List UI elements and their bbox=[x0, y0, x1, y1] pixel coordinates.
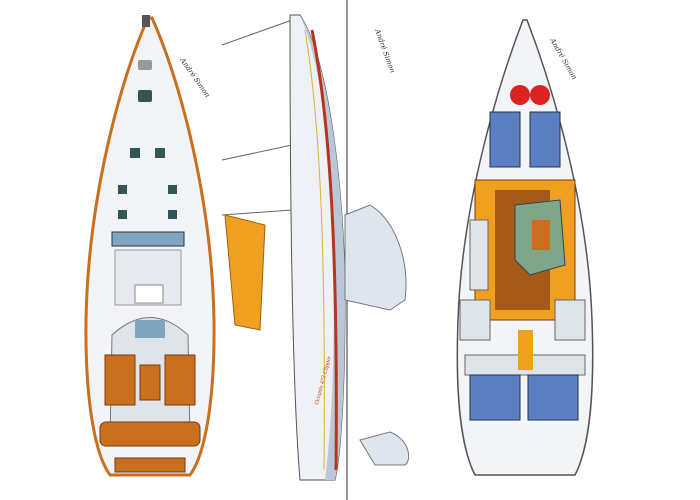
deck-plan: André Simon bbox=[84, 15, 216, 477]
svg-text:André Simon: André Simon bbox=[178, 56, 212, 100]
svg-text:André Simon: André Simon bbox=[373, 27, 397, 75]
interior-plan: André Simon bbox=[456, 19, 594, 476]
svg-text:André Simon: André Simon bbox=[548, 36, 579, 81]
side-profile: Oceanis 473 Clipper André Simon bbox=[221, 0, 410, 500]
